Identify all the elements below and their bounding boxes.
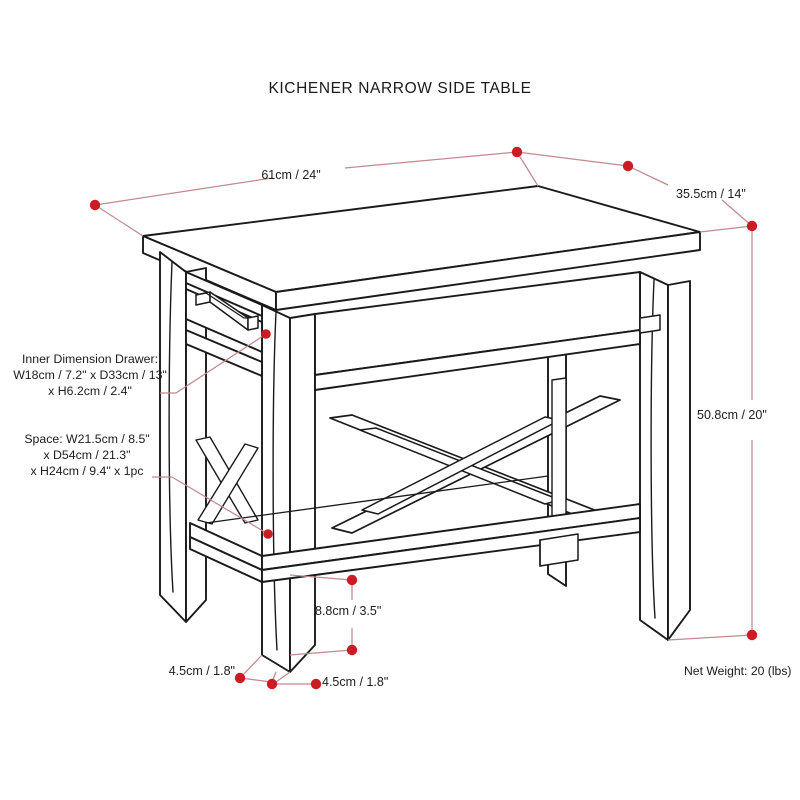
shelf-clearance-label: 8.8cm / 3.5" [315,604,382,618]
leg-width-front-label: 4.5cm / 1.8" [322,675,389,689]
dimension-lines [94,151,753,685]
space-callout-line-1: Space: W21.5cm / 8.5" [24,432,150,446]
width-dimension-label: 61cm / 24" [261,168,321,182]
net-weight-label: Net Weight: 20 (lbs) [684,664,792,678]
dot-depth-mid [622,160,634,172]
dot-drawer-callout [261,329,271,339]
dot-clearance-bottom [346,644,358,656]
width-dim-line-a [94,177,273,206]
dot-legwidth-front [310,678,322,690]
drawer-callout-line-2: W18cm / 7.2" x D33cm / 13" [13,368,167,383]
depth-leader-b [699,225,753,233]
space-dimension-callout: Space: W21.5cm / 8.5" x D54cm / 21.3" x … [2,431,172,480]
space-callout-line-2: x D54cm / 21.3" [43,448,131,463]
depth-dim-line-a [627,165,669,186]
depth-leader-a [516,151,629,167]
space-callout-line-3: x H24cm / 9.4" x 1pc [30,464,144,479]
page-title: KICHENER NARROW SIDE TABLE [268,80,532,97]
drawer-callout-line-3: x H6.2cm / 2.4" [48,384,132,399]
dot-width-right [511,146,523,158]
dot-clearance-top [346,574,358,586]
width-dim-line-b [344,151,518,169]
depth-dimension-label: 35.5cm / 14" [676,187,746,201]
dimension-endpoint-dots [89,146,758,690]
legwidth-left-leader-a [239,654,263,679]
drawer-dimension-callout: Inner Dimension Drawer: W18cm / 7.2" x D… [2,351,178,400]
clearance-leader-bottom [289,649,353,656]
width-leader-right [516,151,539,187]
drawer-callout-line-1: Inner Dimension Drawer: [22,352,158,366]
leg-width-left-label: 4.5cm / 1.8" [168,664,235,678]
height-dimension-label: 50.8cm / 20" [697,408,767,422]
height-leader-bottom [667,634,753,641]
dot-height-top [746,220,758,232]
clearance-leader-top [289,574,353,581]
dot-height-bottom [746,629,758,641]
width-leader-left [94,204,144,237]
dot-legwidth-left-a [234,672,246,684]
side-table-illustration [142,185,701,673]
dot-legwidth-left-b [266,678,278,690]
legwidth-left-dim-line [239,677,273,683]
drawer-callout-leader [175,333,267,394]
dot-width-left [89,199,101,211]
dot-space-callout [263,529,273,539]
legwidth-front-leader-a [275,671,291,683]
depth-dim-line-b [721,199,753,227]
space-callout-leader [171,476,269,535]
